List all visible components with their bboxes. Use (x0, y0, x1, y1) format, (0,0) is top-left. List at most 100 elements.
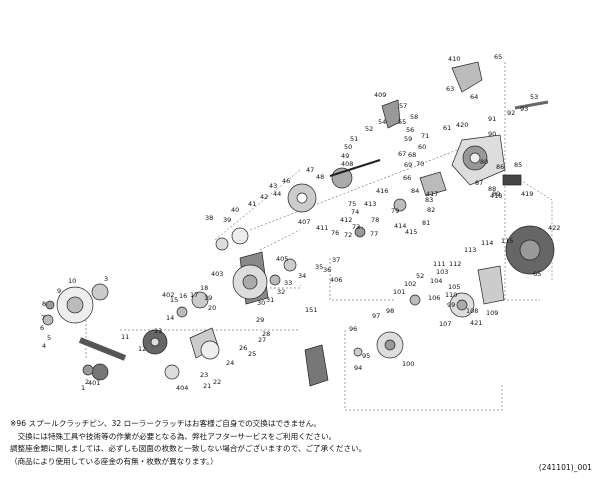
part-label-114: 114 (481, 239, 493, 247)
part-label-28: 28 (262, 330, 270, 338)
part-label-31: 31 (266, 296, 274, 304)
frame-assembly (287, 61, 549, 238)
part-label-100: 100 (402, 360, 414, 368)
part-label-401: 401 (88, 379, 100, 387)
part-label-82: 82 (427, 206, 435, 214)
part-label-59: 59 (404, 135, 412, 143)
part-label-99: 99 (447, 301, 455, 309)
part-label-8: 8 (42, 300, 46, 308)
document-code: (241101)_001 (538, 463, 592, 472)
part-label-108: 108 (466, 307, 478, 315)
part-label-23: 23 (200, 371, 208, 379)
part-label-11: 11 (121, 333, 129, 341)
part-label-421: 421 (470, 319, 482, 327)
part-label-15: 15 (170, 296, 178, 304)
part-label-110: 110 (445, 291, 457, 299)
part-label-409: 409 (374, 91, 386, 99)
part-label-32: 32 (277, 288, 285, 296)
part-label-1: 1 (81, 384, 85, 392)
part-label-415: 415 (405, 228, 417, 236)
part-label-70: 70 (416, 160, 424, 168)
part-label-64: 64 (470, 93, 478, 101)
part-label-91: 91 (488, 115, 496, 123)
part-label-90: 90 (488, 130, 496, 138)
part-label-42: 42 (260, 193, 268, 201)
part-label-39: 39 (223, 216, 231, 224)
part-label-67: 67 (398, 150, 406, 158)
part-label-115: 115 (501, 237, 513, 245)
part-label-34: 34 (298, 272, 306, 280)
part-label-407: 407 (298, 218, 310, 226)
part-label-73: 73 (352, 223, 360, 231)
handle-assembly (42, 283, 168, 381)
part-label-101: 101 (393, 288, 405, 296)
part-label-96: 96 (349, 325, 357, 333)
part-label-87: 87 (475, 179, 483, 187)
part-label-48: 48 (316, 173, 324, 181)
part-label-30: 30 (257, 299, 265, 307)
part-label-37: 37 (332, 256, 340, 264)
note-line-2: 交換には特殊工具や技術等の作業が必要となる為、弊社アフターサービスをご利用くださ… (10, 431, 337, 441)
part-label-79: 79 (391, 207, 399, 215)
part-label-77: 77 (370, 230, 378, 238)
part-label-109: 109 (486, 309, 498, 317)
note-line-1: ※96 スプールクラッチピン、32 ローラークラッチはお客様ご自身での交換はでき… (10, 419, 321, 428)
part-label-17: 17 (190, 291, 198, 299)
sideplate-assembly (304, 225, 555, 387)
part-label-420: 420 (456, 121, 468, 129)
note-line-4: （商品により使用している座金の有無・枚数が異なります。） (10, 456, 218, 466)
part-label-14: 14 (166, 314, 174, 322)
part-label-93: 93 (520, 105, 528, 113)
part-label-402: 402 (162, 291, 174, 299)
part-label-52: 52 (365, 125, 373, 133)
part-label-98: 98 (386, 307, 394, 315)
part-label-50: 50 (344, 143, 352, 151)
part-label-106: 106 (428, 294, 440, 302)
part-label-29: 29 (256, 316, 264, 324)
part-label-74: 74 (351, 208, 359, 216)
part-label-403: 403 (211, 270, 223, 278)
part-label-71: 71 (421, 132, 429, 140)
part-label-80: 80 (480, 158, 488, 166)
part-label-12: 12 (138, 345, 146, 353)
part-label-4: 4 (42, 342, 46, 350)
part-label-61: 61 (443, 124, 451, 132)
part-label-20: 20 (208, 304, 216, 312)
part-label-416: 416 (376, 187, 388, 195)
part-label-113: 113 (464, 246, 476, 254)
part-label-66: 66 (403, 174, 411, 182)
part-label-410: 410 (448, 55, 460, 63)
part-label-38: 38 (205, 214, 213, 222)
part-label-18: 18 (200, 284, 208, 292)
part-label-43: 43 (269, 182, 277, 190)
part-label-419: 419 (521, 190, 533, 198)
part-label-404: 404 (176, 384, 188, 392)
part-label-84: 84 (411, 187, 419, 195)
part-label-25: 25 (248, 350, 256, 358)
part-label-3: 3 (104, 275, 108, 283)
part-label-56: 56 (406, 126, 414, 134)
part-label-112: 112 (449, 260, 461, 268)
part-label-69: 69 (404, 161, 412, 169)
part-label-46: 46 (282, 177, 290, 185)
part-label-88: 88 (488, 185, 496, 193)
part-label-75: 75 (348, 200, 356, 208)
part-label-94: 94 (354, 364, 362, 372)
part-label-86: 86 (496, 163, 504, 171)
part-label-41: 41 (248, 200, 256, 208)
part-label-35: 35 (315, 263, 323, 271)
part-label-412: 412 (340, 216, 352, 224)
part-label-58: 58 (410, 113, 418, 121)
part-label-57: 57 (399, 102, 407, 110)
part-label-10: 10 (68, 277, 76, 285)
part-label-76: 76 (331, 229, 339, 237)
part-label-107: 107 (439, 320, 451, 328)
part-label-83: 83 (425, 196, 433, 204)
part-label-33: 33 (284, 279, 292, 287)
part-label-151: 151 (305, 306, 317, 314)
part-label-16: 16 (179, 292, 187, 300)
part-label-92: 92 (507, 109, 515, 117)
part-label-102: 102 (404, 280, 416, 288)
